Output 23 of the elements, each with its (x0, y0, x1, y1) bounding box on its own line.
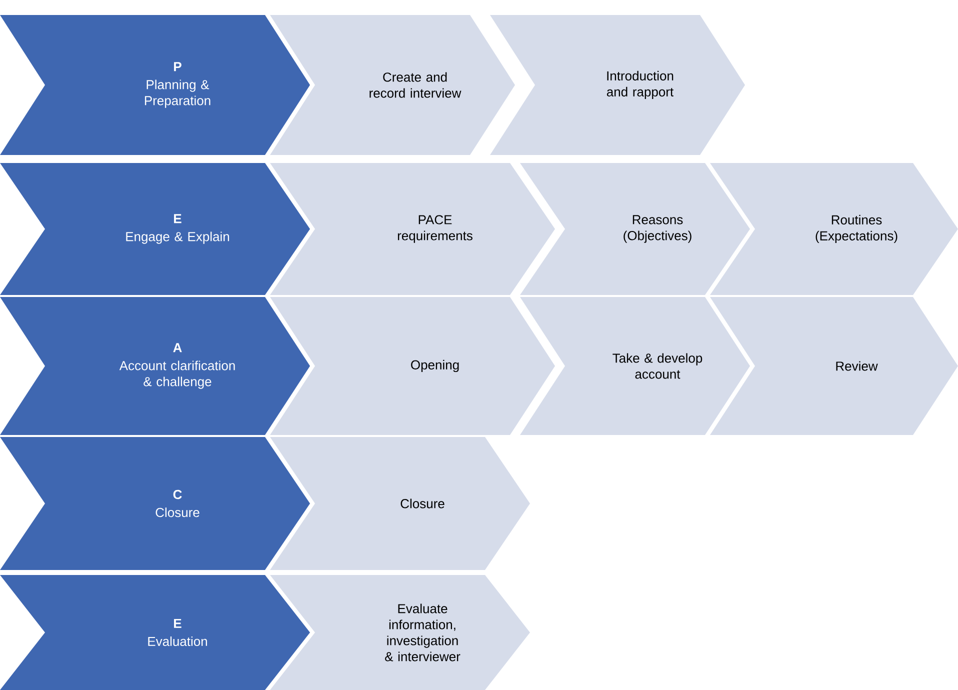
node-label: PACE requirements (398, 215, 472, 243)
stage-box: E Evaluation (0, 575, 310, 690)
step-box: Closure (270, 437, 530, 570)
stage-box: E Engage & Explain (0, 163, 310, 295)
node-label: Review (836, 361, 878, 371)
step-box: Take & develop account (520, 297, 750, 435)
node-label: Routines (Expectations) (816, 214, 898, 244)
step-box: PACE requirements (270, 163, 555, 295)
node-label: Introduction and rapport (606, 70, 674, 100)
stage-box: P Planning & Preparation (0, 15, 310, 155)
step-box: Evaluate information, investigation & interviewer (270, 575, 530, 690)
step-box: Opening (270, 297, 555, 435)
stage-box: C Closure (0, 437, 310, 570)
step-box: Reasons (Objectives) (520, 163, 750, 295)
node-label: Opening (411, 360, 459, 372)
step-box: Routines (Expectations) (710, 163, 958, 295)
node-label: Take & develop account (612, 353, 702, 379)
step-box: Introduction and rapport (490, 15, 745, 155)
step-box: Create and record interview (270, 15, 515, 155)
node-label: Reasons (Objectives) (624, 215, 692, 243)
node-label: Create and record interview (370, 72, 462, 98)
step-box: Review (710, 297, 958, 435)
stage-box: A Account clarification & challenge (0, 297, 310, 435)
